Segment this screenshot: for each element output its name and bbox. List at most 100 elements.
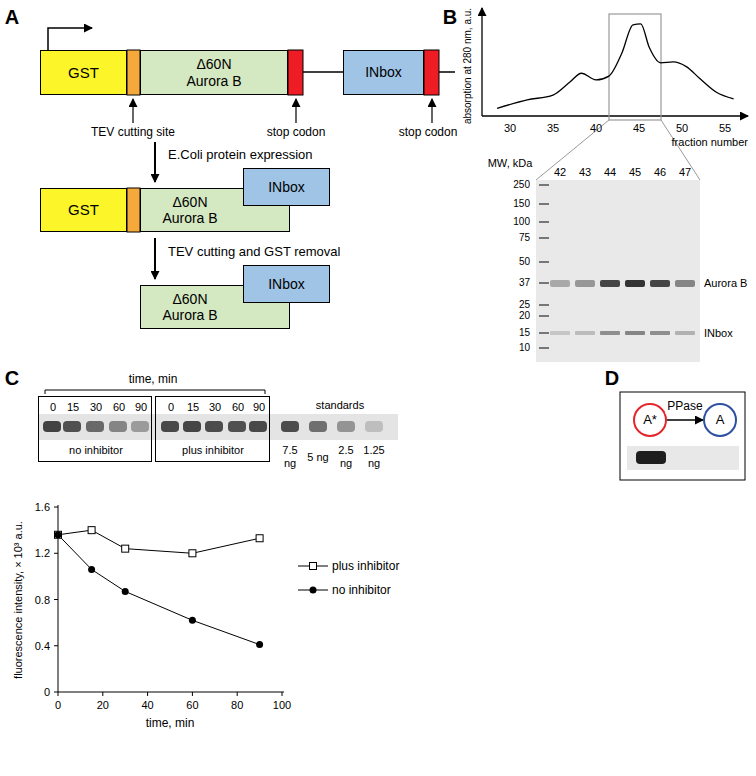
phosphatase-panel [620, 392, 745, 480]
node-text: INbox [365, 64, 402, 80]
tick-mark [102, 692, 103, 696]
edge-label: PPase [665, 400, 704, 414]
circle-marker [189, 617, 196, 624]
time-point: 15 [187, 401, 199, 414]
elution-chart [482, 8, 748, 362]
mw-marker: 50 [519, 256, 530, 268]
legend-item: plus inhibitor [298, 559, 399, 573]
gel-band [675, 331, 695, 335]
pointer-arrow [295, 99, 296, 123]
tick-mark [54, 553, 58, 554]
standard-amount: 2.5 ng [333, 444, 359, 469]
square-marker [122, 545, 129, 552]
legend-text: plus inhibitor [332, 559, 399, 573]
square-marker [88, 527, 95, 534]
blot-band [228, 421, 246, 432]
ladder-band [539, 261, 549, 263]
x-axis [482, 115, 748, 116]
blot-band [109, 421, 127, 432]
tick-label: 0 [44, 686, 50, 699]
tick-label: 40 [590, 122, 602, 135]
blot-band [161, 421, 179, 432]
mw-marker: 25 [519, 299, 530, 311]
mw-marker: 150 [513, 198, 530, 210]
gel-band [650, 280, 670, 287]
state-circle: A [703, 403, 737, 437]
tick-label: 30 [504, 122, 516, 135]
tev-site [127, 50, 140, 95]
y-axis [481, 8, 482, 116]
blot-band [636, 451, 666, 464]
tick-label: 0.4 [35, 639, 50, 652]
ladder-band [539, 282, 549, 284]
blot-band [337, 421, 355, 432]
tick-label: 1.6 [35, 501, 50, 514]
node-text: INbox [268, 179, 305, 195]
gel-band [550, 280, 570, 287]
zoom-line [661, 120, 700, 180]
step-label: TEV cutting and GST removal [168, 245, 340, 260]
mw-marker: 15 [519, 327, 530, 339]
square-marker [55, 531, 62, 538]
tick-label: 80 [231, 699, 243, 712]
gel-band [550, 331, 570, 335]
x-axis [58, 692, 284, 693]
axis-title: fraction number [672, 136, 748, 149]
tick-mark [54, 507, 58, 508]
axis-title: absorption at 280 nm, a.u. [462, 8, 474, 124]
time-point: 30 [209, 401, 221, 414]
ladder-band [539, 184, 549, 186]
site-label: TEV cutting site [91, 126, 175, 140]
reaction-arrow [667, 419, 703, 421]
blot-band [365, 421, 383, 432]
band-label: Aurora B [704, 277, 747, 290]
site-label: stop codon [399, 126, 458, 140]
tick-label: 40 [141, 699, 153, 712]
ladder-band [539, 304, 549, 306]
ladder-band [539, 203, 549, 205]
gel-band [625, 331, 645, 335]
lane-number: 45 [629, 166, 641, 179]
blot-band [183, 421, 201, 432]
mw-marker: 10 [519, 342, 530, 354]
gel-band [575, 331, 595, 335]
absorbance-curve [497, 24, 733, 109]
mw-marker: 100 [513, 216, 530, 228]
gel-band [675, 280, 695, 287]
stop-codon [288, 50, 303, 95]
step-arrow [154, 142, 156, 182]
node-text: A* [643, 413, 657, 428]
gel-band [625, 280, 645, 287]
condition-label: no inhibitor [69, 444, 123, 457]
panel-letter: D [605, 367, 619, 390]
tick-mark [192, 692, 193, 696]
axis-title: time, min [129, 373, 178, 387]
lane-number: 47 [679, 166, 691, 179]
lane-number: 42 [554, 166, 566, 179]
connectors [667, 420, 703, 421]
circle-marker [310, 587, 317, 594]
stop-codon [424, 50, 439, 95]
tick-mark [54, 599, 58, 600]
time-point: 15 [67, 401, 79, 414]
bracket [45, 390, 265, 394]
blot-band [309, 421, 327, 432]
panel-letter: A [5, 6, 19, 29]
tick-label: 0 [55, 699, 61, 712]
tick-mark [54, 645, 58, 646]
node-text: A [716, 413, 725, 428]
square-marker [310, 563, 317, 570]
group-label: standards [316, 399, 364, 412]
tick-mark [54, 692, 58, 693]
blot-strip [627, 446, 739, 470]
tick-label: 60 [186, 699, 198, 712]
gel-band [650, 331, 670, 335]
node-text: GST [68, 64, 99, 81]
chart-series [54, 507, 282, 696]
ladder-band [539, 221, 549, 223]
state-circle: A* [633, 403, 667, 437]
axis-title: time, min [146, 717, 195, 731]
legend-item: no inhibitor [298, 583, 391, 597]
blot-band [281, 421, 299, 432]
legend-swatch [298, 560, 328, 572]
